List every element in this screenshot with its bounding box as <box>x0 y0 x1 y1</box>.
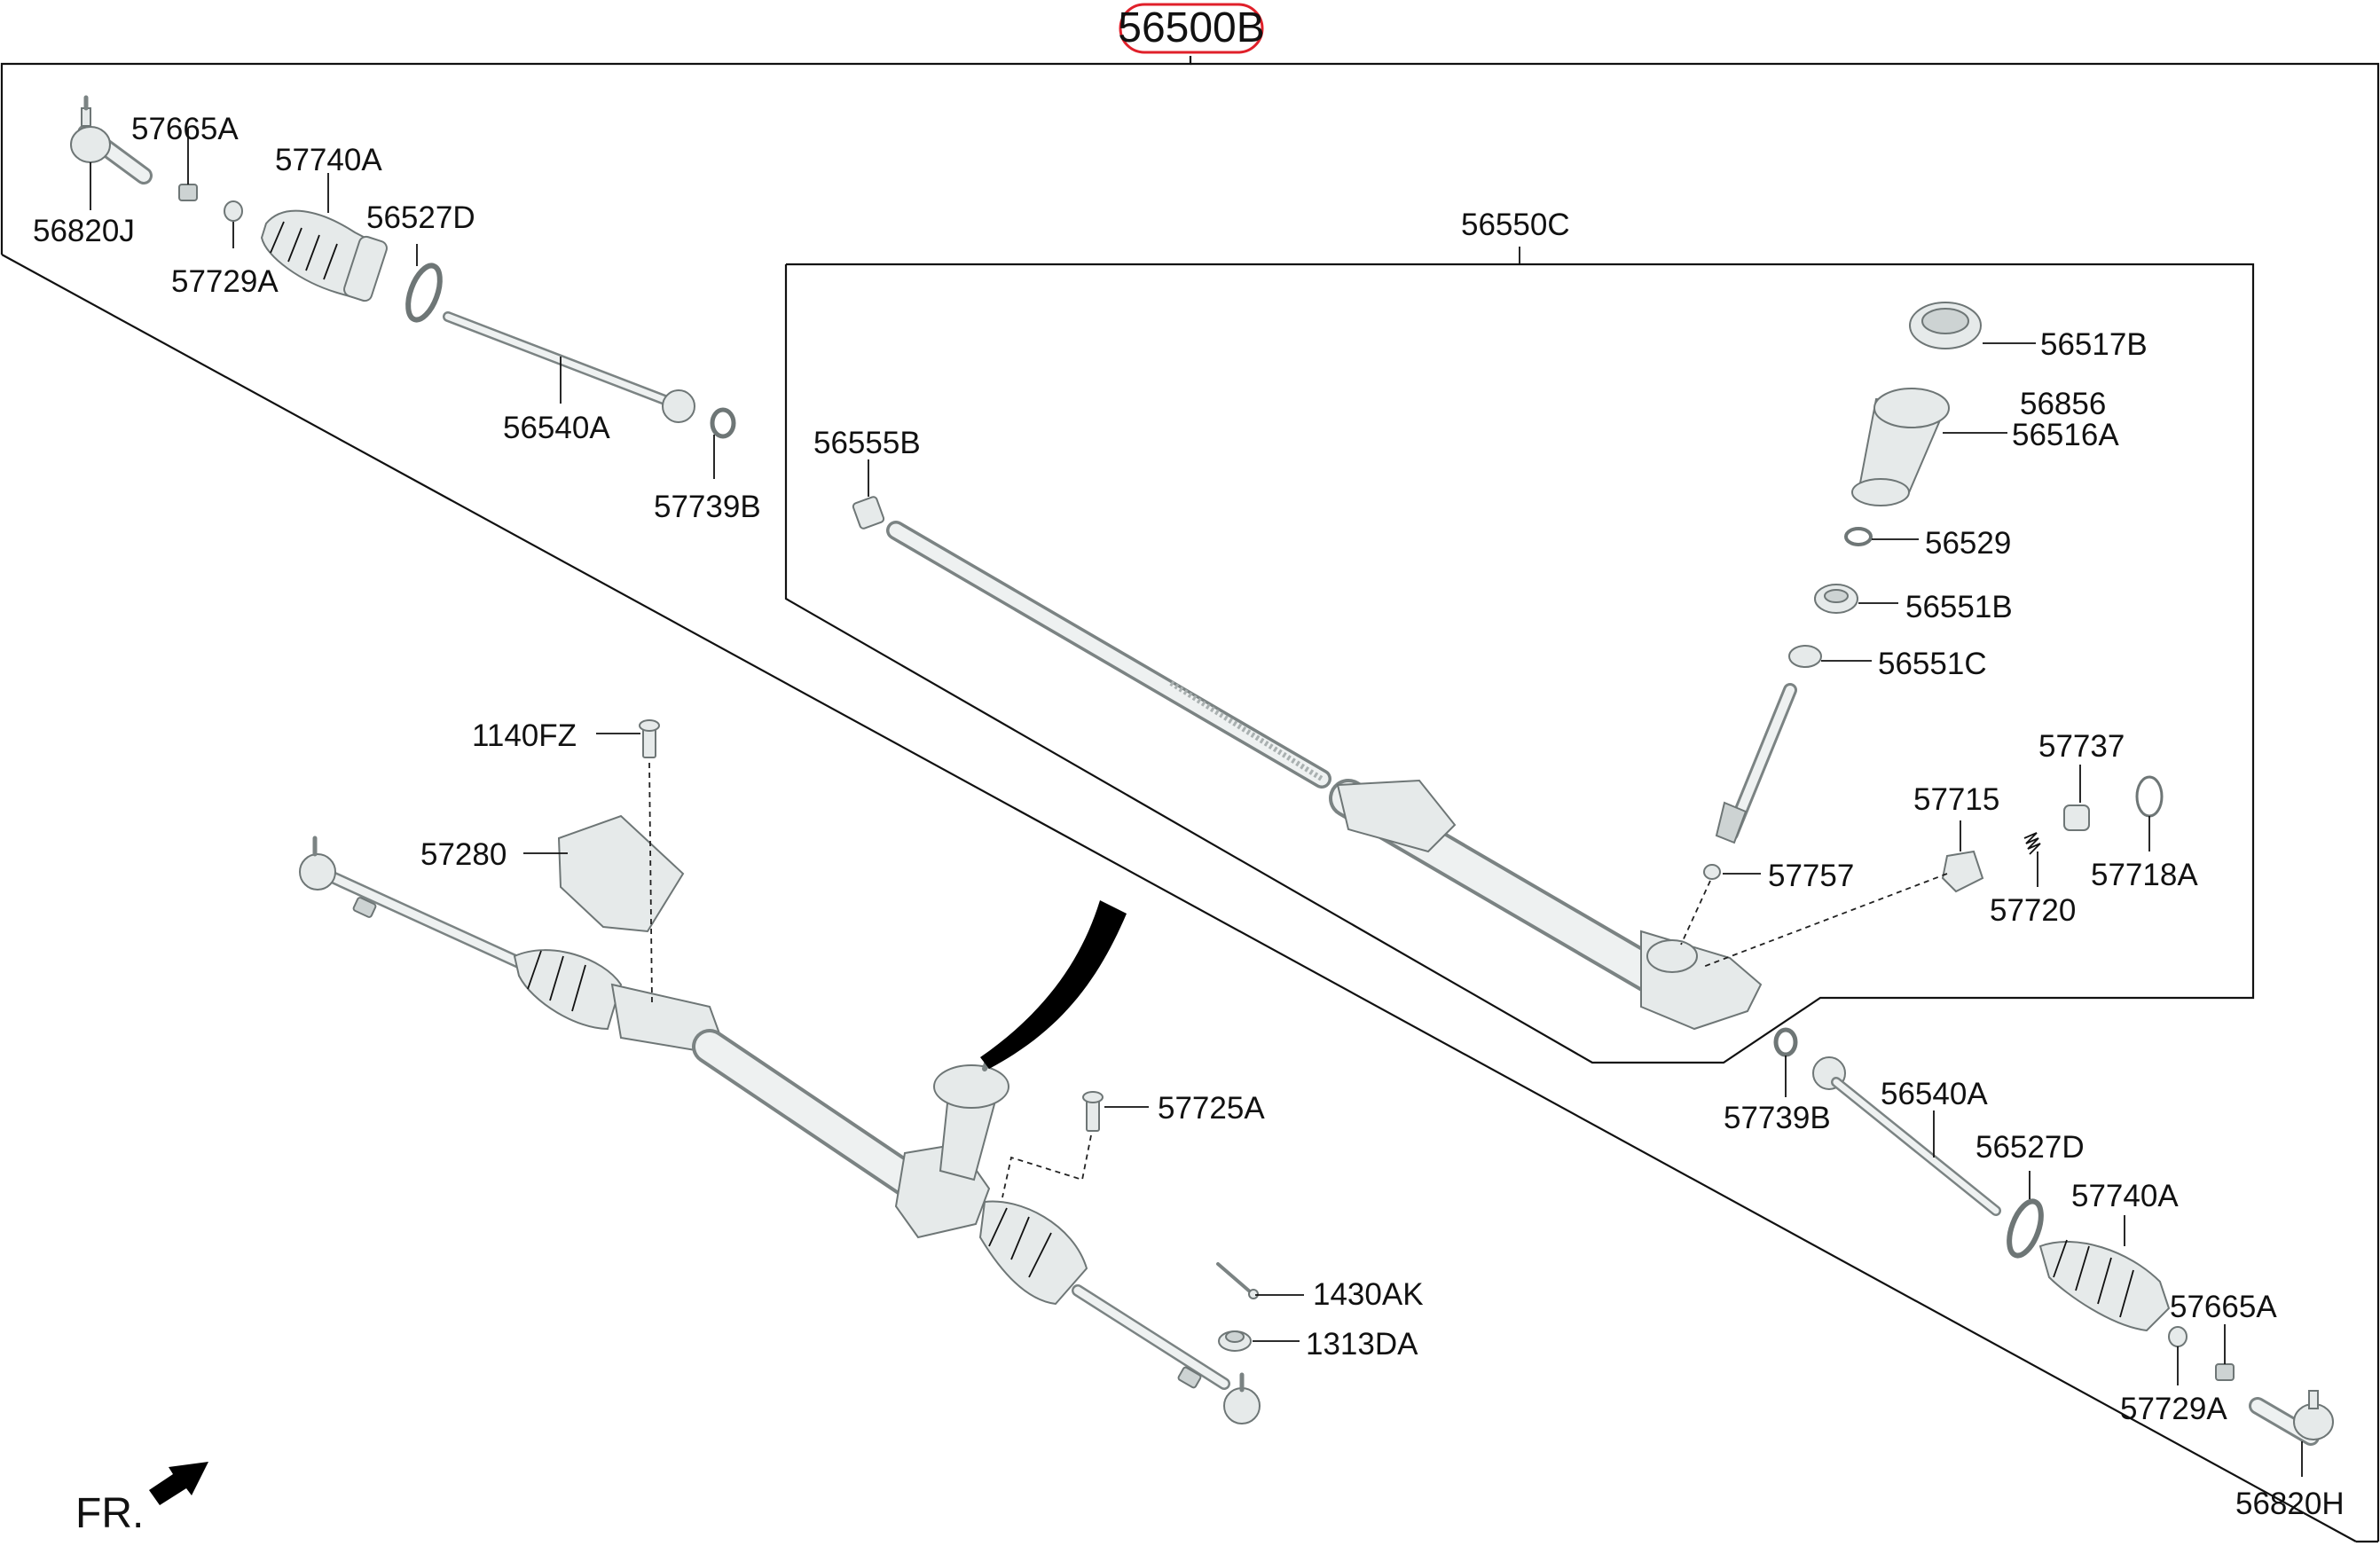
label-56820h[interactable]: 56820H <box>2235 1487 2345 1521</box>
label-57737[interactable]: 57737 <box>2038 729 2125 764</box>
castle-nut-1313da[interactable] <box>1218 1330 1252 1352</box>
tie-rod-end-right[interactable] <box>2249 1390 2334 1446</box>
bushing-56555b[interactable] <box>852 496 885 530</box>
rack-bar[interactable] <box>886 521 1331 789</box>
label-1430ak[interactable]: 1430AK <box>1313 1277 1424 1312</box>
bolt-57725a[interactable] <box>1082 1091 1104 1132</box>
pinion-shaft[interactable] <box>1715 683 1797 844</box>
subassembly-part-number[interactable]: 56550C <box>1461 208 1570 242</box>
nut-56551b[interactable] <box>1814 584 1858 614</box>
front-direction-arrow-icon <box>149 1462 208 1505</box>
label-57720[interactable]: 57720 <box>1990 893 2076 928</box>
label-1140fz[interactable]: 1140FZ <box>472 718 577 753</box>
ring-56529[interactable] <box>1844 527 1873 546</box>
boot-57740a-top[interactable] <box>260 209 389 303</box>
label-56820j[interactable]: 56820J <box>33 214 135 248</box>
nut-57665a-bottom[interactable] <box>2215 1363 2235 1381</box>
clip-57729a-top[interactable] <box>224 200 243 222</box>
label-57725a[interactable]: 57725A <box>1158 1091 1265 1126</box>
cotter-pin-1430ak[interactable] <box>1216 1262 1259 1299</box>
seal-56551c[interactable] <box>1788 645 1822 668</box>
label-56517b[interactable]: 56517B <box>2040 327 2148 362</box>
assembled-steering-gear[interactable] <box>299 836 1261 1424</box>
spring-57757[interactable] <box>1703 864 1721 880</box>
label-57739b-bottom[interactable]: 57739B <box>1724 1101 1831 1135</box>
washer-57739b-bottom[interactable] <box>1773 1027 1798 1057</box>
label-56516a[interactable]: 56516A <box>2012 418 2119 452</box>
label-56529[interactable]: 56529 <box>1925 526 2011 561</box>
label-57665a-top[interactable]: 57665A <box>131 112 239 146</box>
label-57665a-bottom[interactable]: 57665A <box>2170 1290 2277 1324</box>
label-57715[interactable]: 57715 <box>1913 782 1999 817</box>
orientation-label: FR. <box>75 1490 144 1537</box>
boot-57740a-bottom[interactable] <box>2038 1239 2171 1332</box>
clamp-56527d-bottom[interactable] <box>2003 1197 2047 1260</box>
assembly-highlight-box[interactable] <box>1119 3 1264 54</box>
label-56540a-top[interactable]: 56540A <box>503 411 610 445</box>
label-56555b[interactable]: 56555B <box>813 426 921 460</box>
label-56527d-bottom[interactable]: 56527D <box>1975 1130 2085 1165</box>
washer-57739b-top[interactable] <box>710 407 736 439</box>
label-57729a-top[interactable]: 57729A <box>171 264 279 299</box>
clip-57729a-bottom[interactable] <box>2168 1326 2188 1347</box>
inner-tie-rod-56540a-bottom[interactable] <box>1812 1056 2001 1216</box>
label-57729a-bottom[interactable]: 57729A <box>2120 1392 2227 1426</box>
label-56527d-top[interactable]: 56527D <box>366 200 475 235</box>
inner-tie-rod-56540a-top[interactable] <box>443 311 695 423</box>
label-1313da[interactable]: 1313DA <box>1306 1327 1418 1362</box>
label-57739b-top[interactable]: 57739B <box>654 490 761 524</box>
label-57740a-top[interactable]: 57740A <box>275 143 382 177</box>
bearing-56517b[interactable] <box>1909 302 1982 349</box>
valve-housing-56516a[interactable] <box>1851 388 1950 506</box>
bolt-1140fz[interactable] <box>639 719 660 758</box>
label-56540a-bottom[interactable]: 56540A <box>1881 1077 1988 1111</box>
assembly-frame <box>0 56 2380 1543</box>
label-57280[interactable]: 57280 <box>420 837 507 872</box>
ring-57718a[interactable] <box>2135 775 2164 818</box>
label-56856[interactable]: 56856 <box>2020 387 2106 421</box>
label-57718a[interactable]: 57718A <box>2091 858 2198 892</box>
nut-57665a-top[interactable] <box>178 184 198 201</box>
spring-57720[interactable] <box>2023 832 2041 855</box>
yoke-plug-57715[interactable] <box>1941 850 1984 893</box>
subassembly-frame <box>784 247 2255 1064</box>
assembly-part-number[interactable]: 56500B <box>1118 4 1265 51</box>
label-57757[interactable]: 57757 <box>1768 859 1854 893</box>
heat-shield-57280[interactable] <box>557 814 685 933</box>
clamp-56527d-top[interactable] <box>402 262 446 324</box>
yoke-57737[interactable] <box>2063 804 2090 831</box>
detail-callout-wedge <box>980 900 1127 1069</box>
label-57740a-bottom[interactable]: 57740A <box>2071 1179 2179 1213</box>
label-56551b[interactable]: 56551B <box>1905 590 2013 624</box>
label-56551c[interactable]: 56551C <box>1878 647 1987 681</box>
rack-housing-sub[interactable] <box>1329 779 1763 1031</box>
